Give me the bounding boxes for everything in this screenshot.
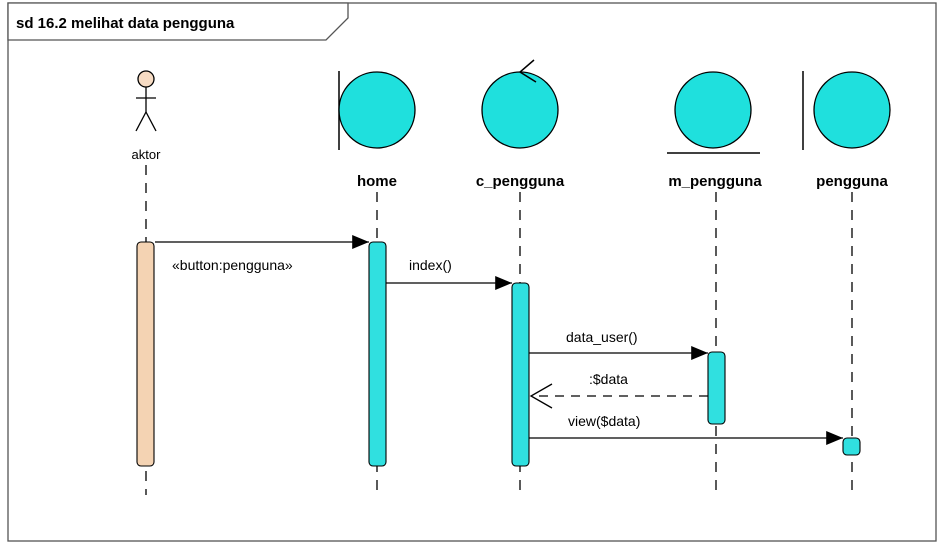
activation-m-pengguna bbox=[707, 351, 726, 425]
entity-m-pengguna-icon bbox=[667, 71, 760, 154]
message-label-data-user: data_user() bbox=[566, 329, 638, 345]
return-arrowhead bbox=[529, 383, 553, 409]
lifeline-label-pengguna: pengguna bbox=[816, 173, 888, 190]
message-label-view-data: view($data) bbox=[568, 413, 640, 429]
actor-left-leg bbox=[135, 111, 147, 132]
boundary-home-icon bbox=[338, 71, 416, 150]
message-label-button-pengguna: «button:pengguna» bbox=[172, 257, 293, 273]
actor-head bbox=[137, 70, 155, 88]
boundary-pengguna-icon bbox=[802, 71, 891, 150]
activation-c-pengguna bbox=[511, 282, 530, 467]
message-label-return-data: :$data bbox=[589, 371, 628, 387]
control-c-pengguna-icon bbox=[481, 59, 559, 149]
activation-home bbox=[368, 241, 387, 467]
lifeline-lines bbox=[145, 165, 853, 495]
actor-name: aktor bbox=[132, 147, 162, 162]
activation-aktor bbox=[136, 241, 155, 467]
activation-pengguna bbox=[842, 437, 861, 456]
message-label-index: index() bbox=[409, 257, 452, 273]
diagram-frame bbox=[7, 2, 937, 542]
lifeline-label-c-pengguna: c_pengguna bbox=[476, 173, 565, 190]
actor-right-leg bbox=[145, 111, 157, 132]
actor-aktor bbox=[135, 70, 157, 132]
frame-title-tab bbox=[7, 2, 349, 41]
lifeline-label-home: home bbox=[357, 173, 397, 190]
lifeline-label-m-pengguna: m_pengguna bbox=[668, 173, 762, 190]
frame-title: sd 16.2 melihat data pengguna bbox=[16, 15, 235, 32]
